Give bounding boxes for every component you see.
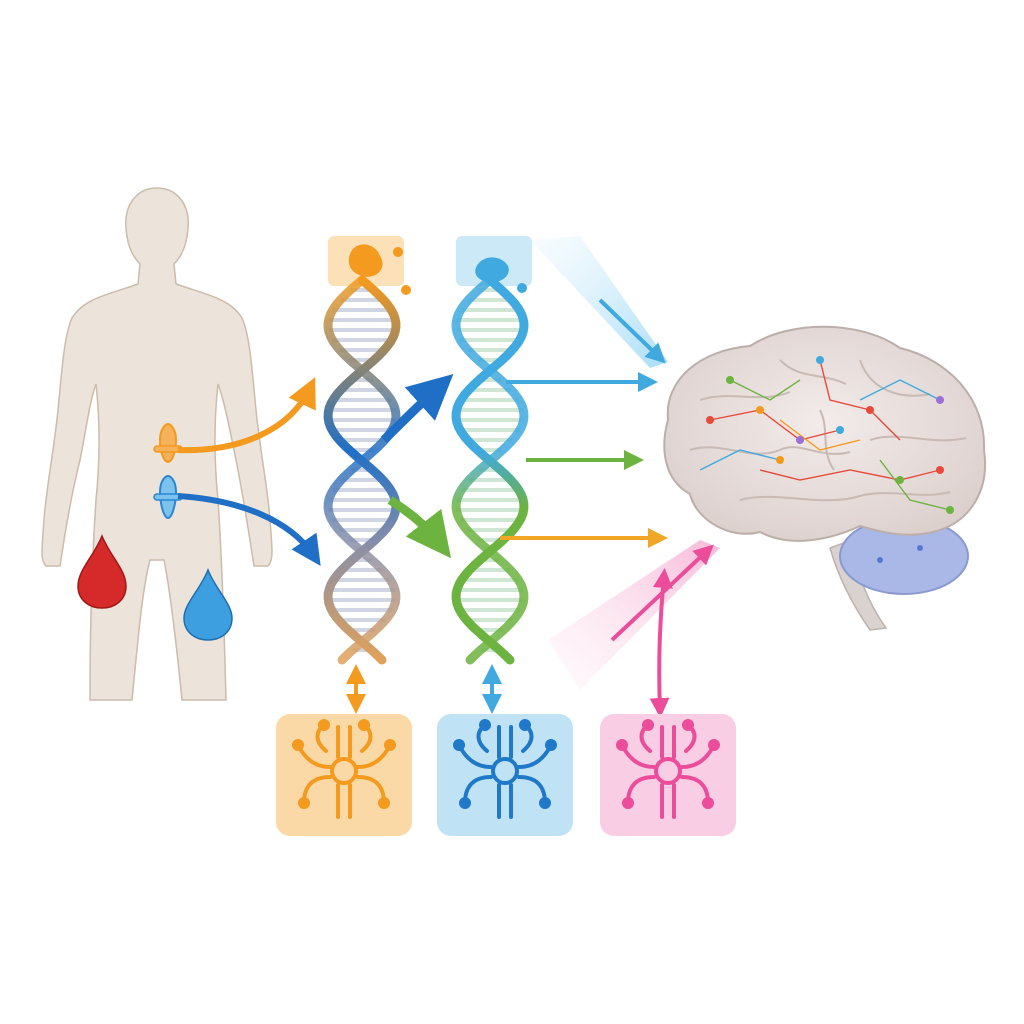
dna-helix-left	[323, 236, 411, 665]
receptor-box-2	[437, 714, 573, 836]
arrow-blue-body-to-dna	[177, 493, 321, 566]
arrow-green-dna-to-dna	[387, 496, 452, 559]
arrow-orange-body-to-dna	[177, 377, 316, 454]
receptor-box-1	[276, 714, 412, 836]
receptor-icon	[616, 719, 720, 819]
water-drop-icon	[183, 567, 233, 641]
dna-helix-icon	[475, 257, 509, 283]
dna-helix-right	[451, 236, 532, 665]
receptor-icon	[453, 719, 557, 819]
arrow-blue-dna-to-dna	[380, 373, 454, 444]
organ-blue-icon	[153, 474, 183, 520]
arrow-pink-brain-receptor	[649, 568, 673, 718]
receptor-icon	[292, 719, 396, 819]
blood-drop-icon	[77, 533, 127, 609]
receptor-box-3	[600, 714, 736, 836]
brain-icon	[663, 325, 987, 631]
arrow-lightblue-beam	[598, 298, 666, 364]
dna-helix-icon	[348, 244, 383, 277]
organ-orange-icon	[153, 422, 183, 464]
